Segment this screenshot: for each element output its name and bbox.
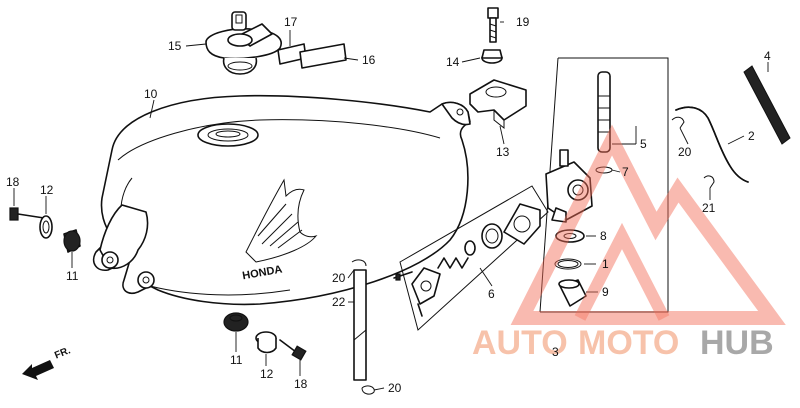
setting-rubber-14 xyxy=(481,49,503,64)
watermark: AUTO MOTO HUB xyxy=(472,124,786,362)
callout-22: 22 xyxy=(332,295,346,309)
packing-8 xyxy=(555,229,585,243)
o-ring-1 xyxy=(554,258,582,270)
front-direction-arrow: FR. xyxy=(22,345,72,380)
callout-13: 13 xyxy=(496,145,510,159)
drain-tube-22 xyxy=(353,269,367,381)
fuel-cock-assembly-3 xyxy=(539,57,669,313)
watermark-text-hub: HUB xyxy=(700,324,774,362)
valve-spring xyxy=(437,257,469,269)
tube-clip-20b xyxy=(361,385,375,395)
callout-6: 6 xyxy=(488,287,495,301)
callout-19: 19 xyxy=(516,15,530,29)
setting-bracket-13 xyxy=(469,79,527,130)
cushion-11-bottom xyxy=(223,312,249,332)
fuel-cock-body xyxy=(545,149,593,223)
strainer-pipe-5 xyxy=(597,71,611,153)
callout-16: 16 xyxy=(362,53,376,67)
callout-10: 10 xyxy=(144,87,158,101)
callout-15: 15 xyxy=(168,39,182,53)
leader-lines xyxy=(13,21,769,391)
lever-knob xyxy=(411,267,441,305)
callout-18a: 18 xyxy=(6,175,20,189)
callout-5: 5 xyxy=(640,137,647,151)
callout-18b: 18 xyxy=(294,377,308,391)
callout-12a: 12 xyxy=(40,183,54,197)
collar-12-left xyxy=(39,215,53,239)
callout-20b: 20 xyxy=(388,381,402,395)
caution-label-16 xyxy=(299,43,347,69)
front-arrow-label: FR. xyxy=(53,345,72,361)
lever-set-6 xyxy=(393,185,549,331)
callout-4: 4 xyxy=(764,49,771,63)
lever-screw-2 xyxy=(417,303,423,317)
valve-plate xyxy=(503,203,541,245)
callout-11b: 11 xyxy=(230,353,243,367)
rear-bolt-19 xyxy=(487,7,499,43)
fuel-hose-2 xyxy=(675,106,749,183)
bolt-18-left xyxy=(9,207,45,221)
bolt-18-bottom xyxy=(279,339,307,361)
vent-tube-4 xyxy=(743,65,791,145)
callout-21b: 21 xyxy=(702,201,716,215)
callout-12b: 12 xyxy=(260,367,274,381)
tube-clip-20a xyxy=(351,259,367,267)
callout-labels: 10 15 17 16 19 14 13 4 2 5 7 8 1 9 20 21… xyxy=(6,15,771,395)
callout-2: 2 xyxy=(748,129,755,143)
callout-11a: 11 xyxy=(66,269,79,283)
callout-14: 14 xyxy=(446,55,460,69)
watermark-text-auto: AUTO xyxy=(472,324,568,362)
callout-21a: 20 xyxy=(678,145,692,159)
tube-clip-21b xyxy=(703,175,715,189)
callout-1: 1 xyxy=(602,257,609,271)
lever-screw xyxy=(393,271,413,281)
callout-7: 7 xyxy=(622,165,629,179)
watermark-text-moto: MOTO xyxy=(578,324,679,362)
fuel-cup-9 xyxy=(558,279,587,307)
cushion-11-left xyxy=(63,229,81,253)
fuel-tank: HONDA xyxy=(92,94,471,306)
callout-20a: 20 xyxy=(332,271,346,285)
callout-8: 8 xyxy=(600,229,607,243)
callout-3: 3 xyxy=(552,345,559,359)
valve-gasket xyxy=(481,223,503,249)
valve-disc xyxy=(464,240,476,256)
watermark-triangle-logo xyxy=(510,124,786,325)
callout-17: 17 xyxy=(284,15,298,29)
collar-12-bottom xyxy=(255,331,277,354)
callout-9: 9 xyxy=(602,285,609,299)
fuel-filler-cap xyxy=(205,11,282,75)
tube-clip-21a xyxy=(671,116,685,129)
